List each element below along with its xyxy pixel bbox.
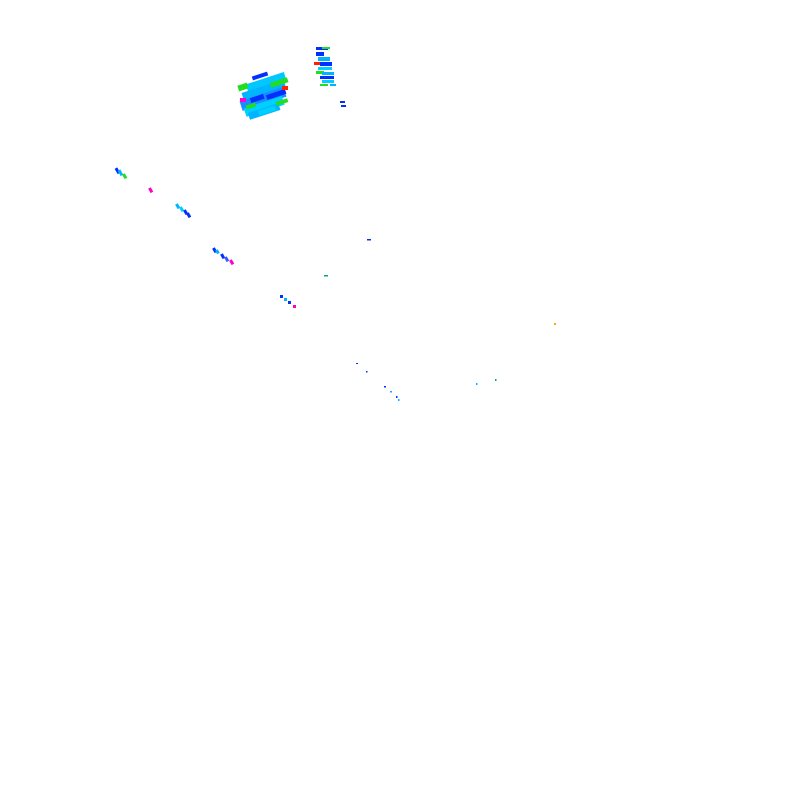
dense-cluster-left xyxy=(237,71,289,120)
diagonal-trail xyxy=(114,167,296,308)
stacked-strip xyxy=(314,47,346,107)
sparse-points xyxy=(324,239,556,401)
